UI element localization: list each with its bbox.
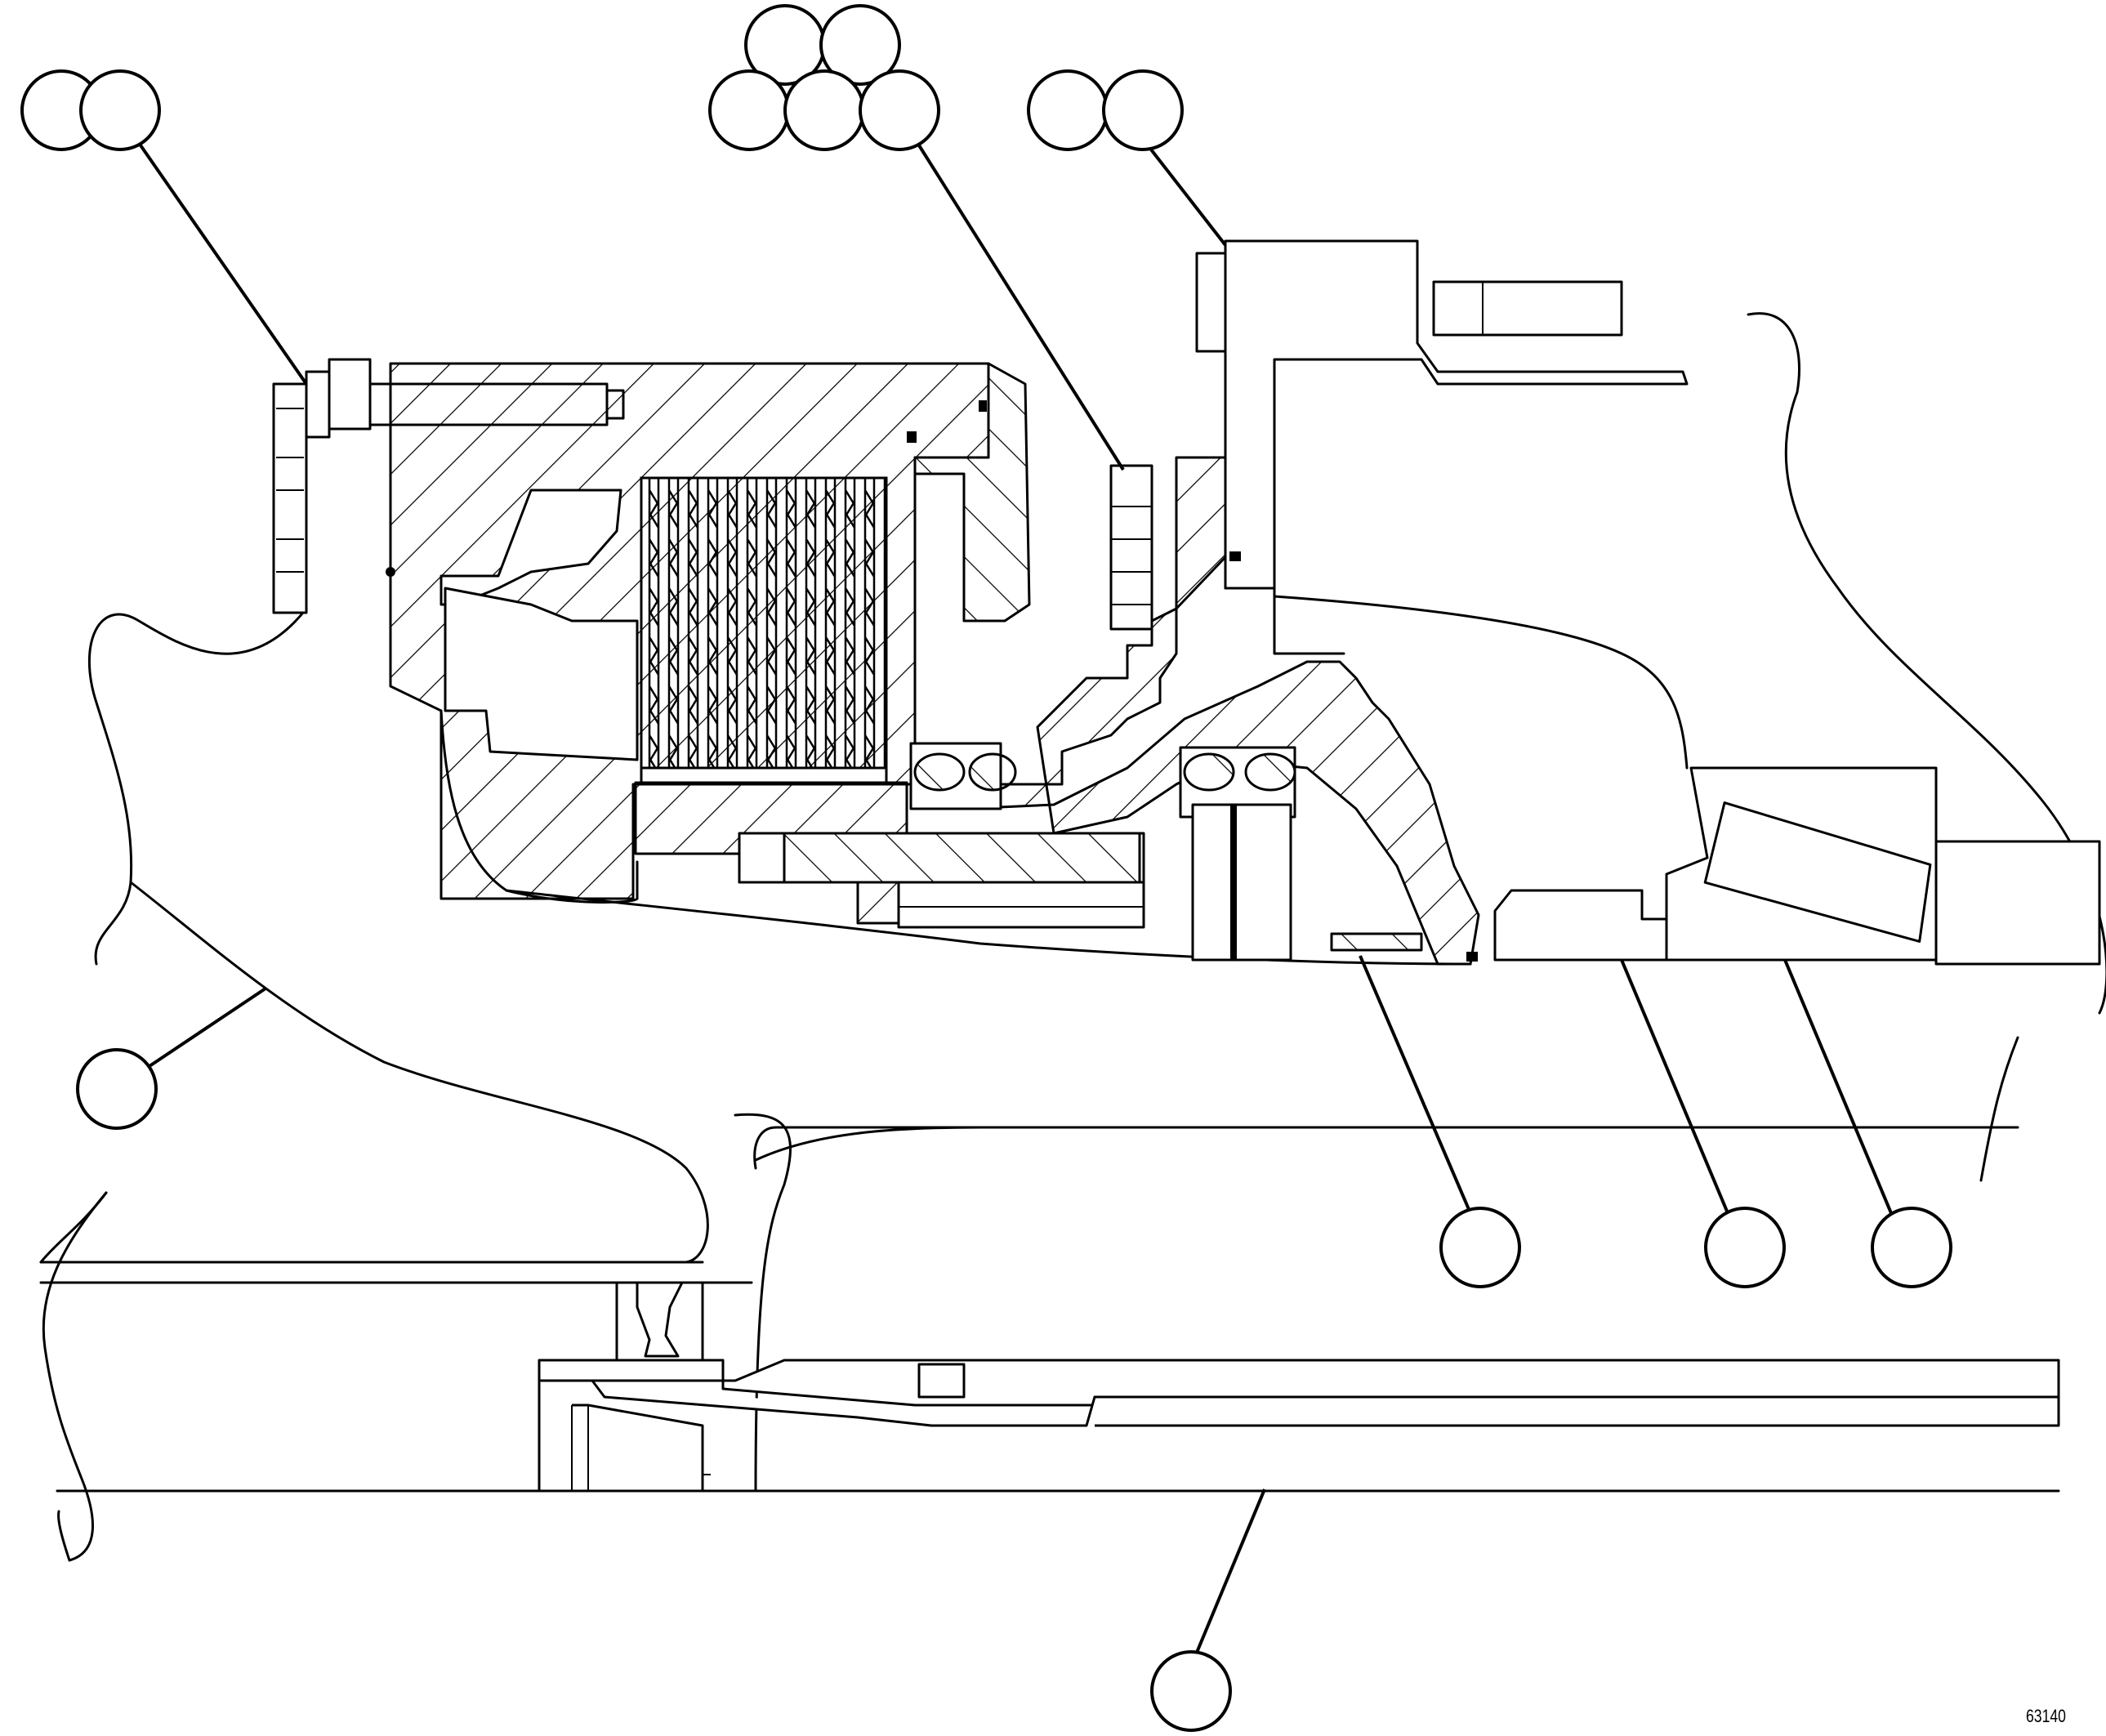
callout-8 <box>1027 69 1109 151</box>
callout-9 <box>1102 69 1184 151</box>
callout-circles <box>20 4 1952 1732</box>
roller-bearing-center <box>909 742 1296 962</box>
clutch-disc-pack <box>640 476 888 784</box>
tapered-roller-bearing-right <box>1493 766 2101 966</box>
figure-number: 63140 <box>2026 1706 2066 1726</box>
dowel-pin <box>1330 932 1478 962</box>
o-ring-seals <box>386 400 1241 577</box>
callout-7 <box>859 69 940 151</box>
callout-10 <box>76 1048 158 1130</box>
inner-cavity <box>439 709 1472 966</box>
lower-housing-arcs <box>39 1126 982 1264</box>
callout-2 <box>79 69 161 151</box>
right-housing-wall <box>1224 587 1345 655</box>
main-shaft <box>39 1113 2060 1493</box>
leader-lines <box>137 133 1893 1659</box>
clutch-hub <box>634 781 1145 929</box>
callout-12 <box>1704 1207 1786 1288</box>
callout-5 <box>708 69 790 151</box>
mounting-block <box>1195 239 1689 590</box>
callout-4 <box>819 4 901 86</box>
callout-14 <box>1150 1650 1232 1732</box>
callout-6 <box>783 69 865 151</box>
callout-11 <box>1439 1207 1521 1288</box>
callout-13 <box>1871 1207 1952 1288</box>
